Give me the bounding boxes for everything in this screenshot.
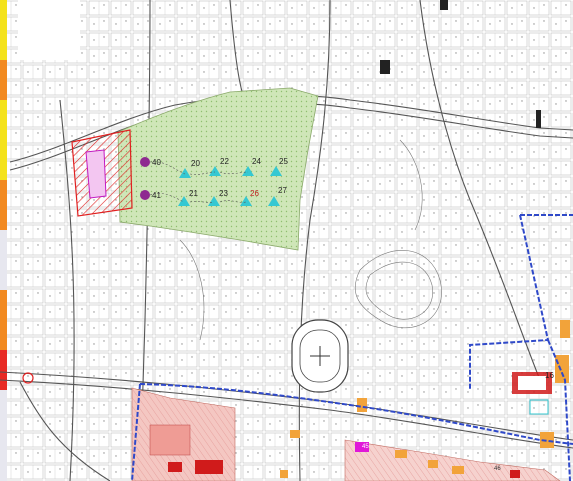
marker-label: 20 <box>191 159 200 168</box>
circle-marker-40[interactable]: 40 <box>140 157 161 167</box>
pink-zone-right <box>344 439 561 481</box>
triangle-marker-23[interactable]: 23 <box>208 189 228 206</box>
marker-label: 26 <box>250 189 259 198</box>
east-cluster <box>280 320 570 478</box>
hatched-zone <box>71 129 133 217</box>
marker-label: 24 <box>252 157 261 166</box>
zone-label-46: 46 <box>494 466 501 472</box>
triangle-marker-24[interactable]: 24 <box>242 157 261 176</box>
circle-marker-41[interactable]: 41 <box>140 190 161 200</box>
stadium <box>291 319 349 393</box>
triangle-marker-20[interactable]: 20 <box>179 159 200 178</box>
triangle-marker-22[interactable]: 22 <box>209 157 229 176</box>
zone-label-45: 45 <box>362 444 369 450</box>
triangle-marker-27[interactable]: 27 <box>268 186 287 206</box>
marker-label: 21 <box>189 189 198 198</box>
ring-marker <box>22 372 34 384</box>
white-area <box>18 0 80 60</box>
marker-label: 23 <box>219 189 228 198</box>
marker-label: 41 <box>152 191 161 200</box>
triangle-marker-26[interactable]: 26 <box>240 189 259 206</box>
contours <box>179 139 442 341</box>
marker-label: 25 <box>279 157 288 166</box>
zone-label-16: 16 <box>545 371 554 380</box>
marker-label: 40 <box>152 158 161 167</box>
marker-label: 22 <box>220 157 229 166</box>
boundary-line <box>131 214 573 481</box>
marker-label: 27 <box>278 186 287 195</box>
pink-block <box>131 387 236 481</box>
park-dots <box>118 88 318 250</box>
triangle-marker-21[interactable]: 21 <box>178 189 198 206</box>
edge-strip <box>0 0 7 481</box>
dark-features <box>380 0 541 128</box>
triangle-marker-25[interactable]: 25 <box>270 157 288 176</box>
marker-paths <box>149 161 249 203</box>
